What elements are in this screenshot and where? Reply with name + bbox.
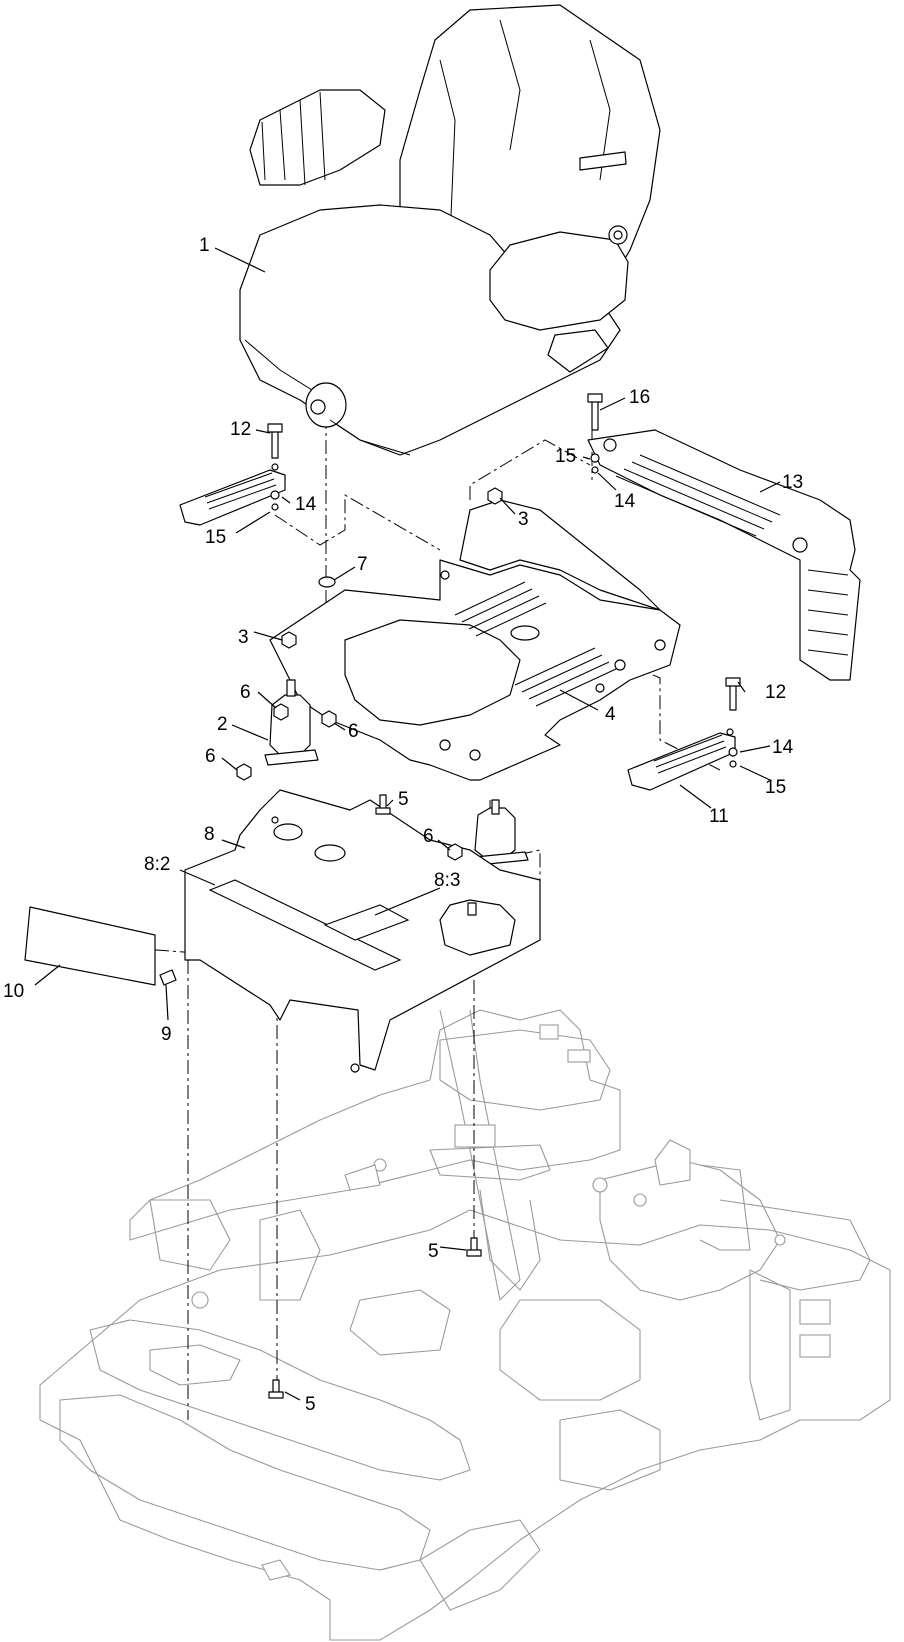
right-footrest-vents xyxy=(615,454,849,656)
frame-assembly xyxy=(39,1009,891,1641)
lower-step-plate xyxy=(627,728,736,791)
callout-15: 15 xyxy=(555,446,576,467)
callout-labels: 1 2 3 3 4 5 5 5 6 6 6 6 7 8 8:2 8:3 9 10… xyxy=(3,235,803,1415)
callout-14: 14 xyxy=(614,491,636,512)
floor-plate-vents xyxy=(454,581,617,707)
callout-10: 10 xyxy=(3,981,24,1002)
right-footrest-plate xyxy=(587,429,861,681)
callout-6: 6 xyxy=(423,826,434,847)
callout-3: 3 xyxy=(518,509,529,530)
callout-13: 13 xyxy=(782,472,803,493)
callout-16: 16 xyxy=(629,387,650,408)
callout-1: 1 xyxy=(199,235,210,256)
seat-support-pan xyxy=(184,789,541,1073)
callout-12: 12 xyxy=(765,682,786,703)
callout-6: 6 xyxy=(348,721,359,742)
callout-5: 5 xyxy=(305,1394,316,1415)
callout-4: 4 xyxy=(605,704,616,725)
callout-14: 14 xyxy=(295,494,317,515)
callout-3: 3 xyxy=(238,627,249,648)
callout-12: 12 xyxy=(230,419,251,440)
left-step-plate xyxy=(179,463,286,526)
callout-2: 2 xyxy=(217,714,228,735)
callout-9: 9 xyxy=(161,1024,172,1045)
decal-10 xyxy=(24,906,156,986)
callout-6: 6 xyxy=(240,682,251,703)
callout-8-2: 8:2 xyxy=(144,854,170,875)
callout-5: 5 xyxy=(428,1241,439,1262)
callout-8: 8 xyxy=(204,824,215,845)
callout-6: 6 xyxy=(205,746,216,767)
floor-plate xyxy=(269,499,681,781)
callout-11: 11 xyxy=(709,806,729,827)
callout-14: 14 xyxy=(772,737,794,758)
callout-8-3: 8:3 xyxy=(434,870,460,891)
callout-15: 15 xyxy=(765,777,786,798)
leader-lines xyxy=(34,247,781,1401)
hardware xyxy=(159,393,741,1399)
callout-7: 7 xyxy=(357,554,368,575)
callout-5: 5 xyxy=(398,789,409,810)
seat-assembly xyxy=(239,4,661,456)
callout-15: 15 xyxy=(205,527,226,548)
